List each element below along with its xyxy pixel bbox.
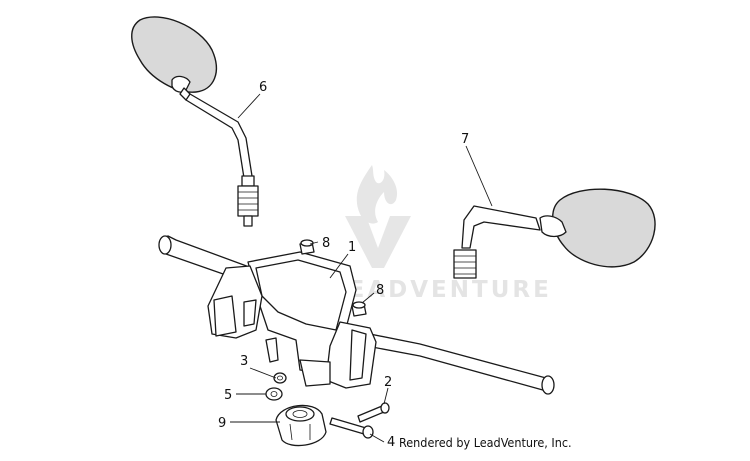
handlebar[interactable]	[158, 235, 555, 395]
callout-5: 5	[224, 388, 232, 403]
callout-8-lower: 8	[376, 283, 384, 298]
callout-7: 7	[461, 132, 469, 147]
watermark-text: LEADVENTURE	[331, 277, 552, 303]
part-4-bolt[interactable]	[329, 417, 374, 439]
right-mirror[interactable]	[453, 188, 656, 279]
part-3-nut[interactable]	[273, 372, 287, 384]
callout-2: 2	[384, 375, 392, 390]
callout-9: 9	[218, 416, 226, 431]
part-9-mount[interactable]	[275, 404, 327, 447]
callout-3: 3	[240, 354, 248, 369]
callout-6: 6	[259, 80, 267, 95]
leader-lines	[230, 93, 493, 443]
callout-8-upper: 8	[322, 236, 330, 251]
render-credit: Rendered by LeadVenture, Inc.	[399, 435, 572, 450]
part-5-washer[interactable]	[265, 387, 283, 401]
part-8-lower[interactable]	[351, 301, 367, 317]
callout-1: 1	[348, 240, 356, 255]
callout-4: 4	[387, 435, 395, 450]
part-8-upper[interactable]	[299, 239, 315, 255]
part-2-bolt[interactable]	[357, 402, 390, 423]
left-mirror[interactable]	[131, 16, 259, 227]
watermark-logo: LEADVENTURE	[331, 165, 552, 303]
